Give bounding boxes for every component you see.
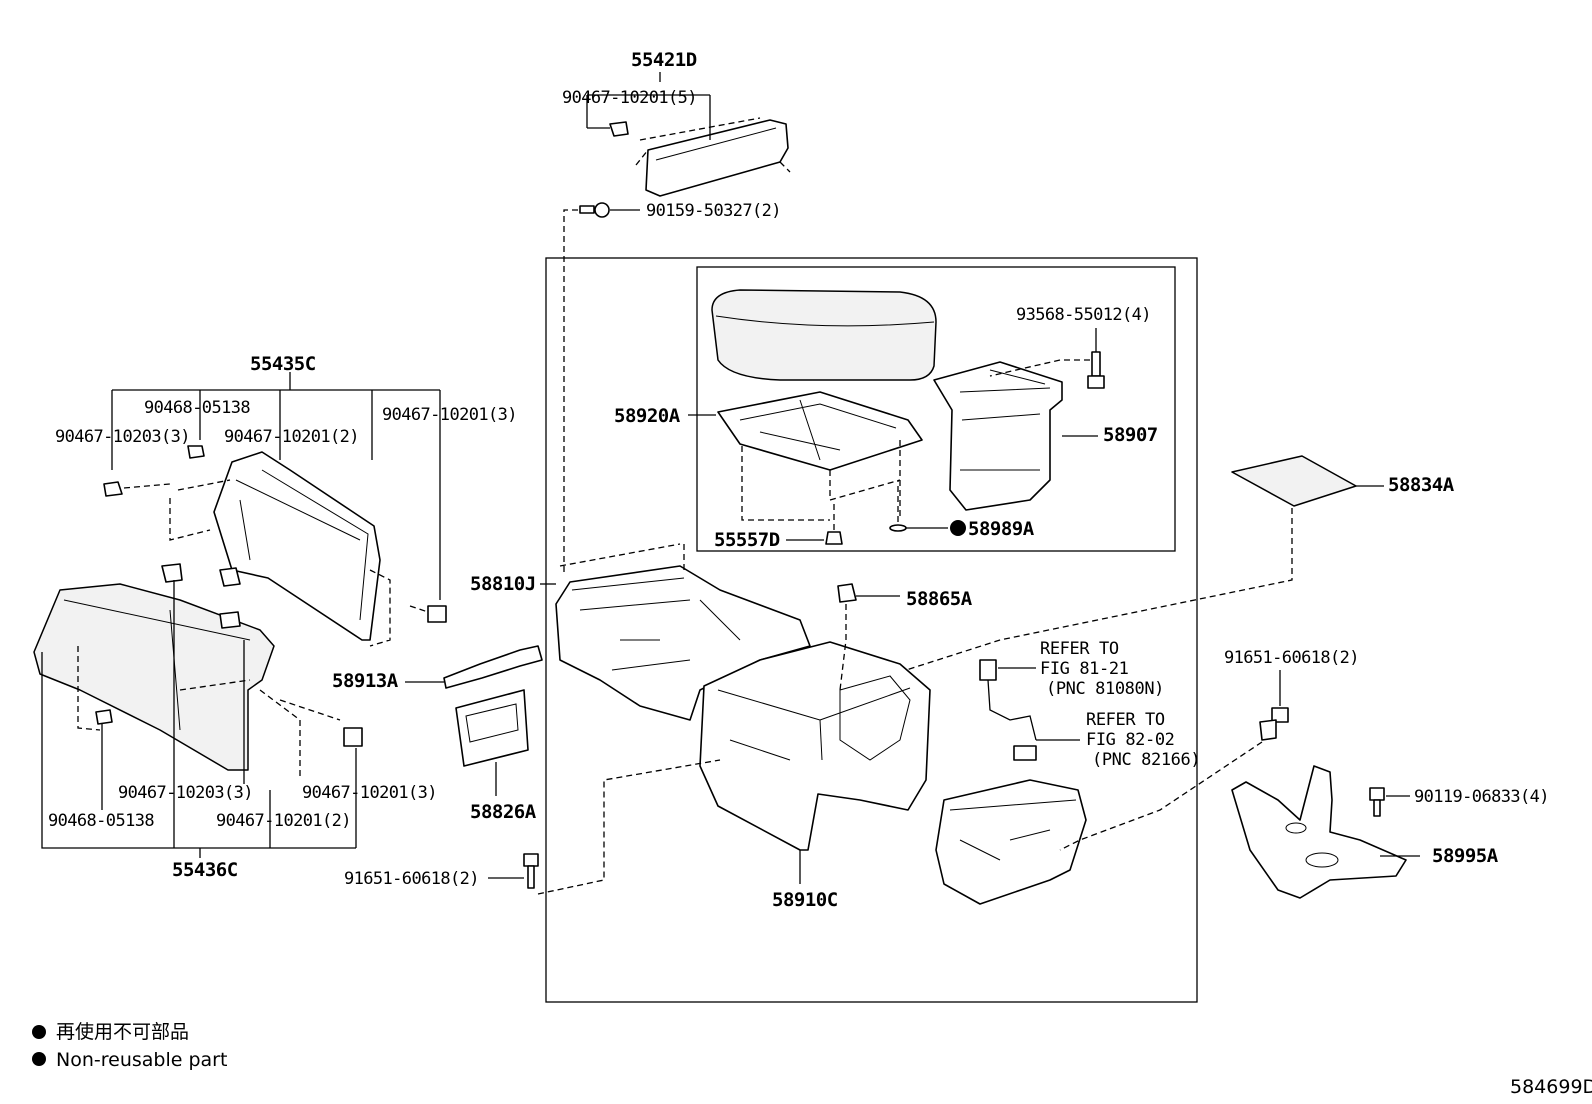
label-90467-10203-3-top: 90467-10203(3) — [55, 427, 190, 447]
label-90467-10201-3-bot: 90467-10201(3) — [302, 783, 437, 803]
ref2-line3: (PNC 82166) — [1092, 750, 1200, 770]
part-console-rear-bracket — [935, 779, 1087, 905]
figure-id: 584699D — [1510, 1076, 1592, 1098]
seal-icon — [889, 524, 907, 532]
clip-icon — [219, 567, 241, 587]
label-90467-10203-3-bot: 90467-10203(3) — [118, 783, 253, 803]
label-90467-10201-3-top: 90467-10201(3) — [382, 405, 517, 425]
main-assembly-box — [545, 257, 1198, 1003]
ref1-line2: FIG 81-21 — [1040, 659, 1129, 679]
label-90119-06833-4: 90119-06833(4) — [1414, 787, 1549, 807]
label-58865A: 58865A — [906, 588, 973, 610]
label-58907: 58907 — [1103, 424, 1158, 446]
non-reusable-marker-icon — [32, 1052, 46, 1066]
label-58834A: 58834A — [1388, 474, 1455, 496]
clip-icon — [343, 727, 363, 747]
label-91651-60618-2-left: 91651-60618(2) — [344, 869, 479, 889]
clip-icon — [609, 121, 629, 137]
part-58913A-trim-strip — [443, 645, 543, 689]
ref2-line2: FIG 82-02 — [1086, 730, 1175, 750]
label-58910C: 58910C — [772, 889, 838, 911]
ref2-line1: REFER TO — [1086, 710, 1165, 730]
part-58920A-lid-frame — [717, 391, 923, 521]
label-55421D: 55421D — [631, 49, 697, 71]
clip-icon — [427, 605, 447, 623]
label-55436C: 55436C — [172, 859, 238, 881]
non-reusable-marker-icon — [950, 520, 966, 536]
non-reusable-marker-icon — [32, 1025, 46, 1039]
clip-icon — [187, 445, 205, 459]
part-55435C-side-panel — [169, 451, 391, 647]
label-90159-50327-2: 90159-50327(2) — [646, 201, 781, 221]
label-90467-10201-2-top: 90467-10201(2) — [224, 427, 359, 447]
part-55421D-cover — [635, 117, 791, 197]
clip-icon — [103, 481, 123, 497]
label-93568-55012-4: 93568-55012(4) — [1016, 305, 1151, 325]
part-55436C-side-panel — [33, 583, 341, 780]
label-91651-60618-2-right: 91651-60618(2) — [1224, 648, 1359, 668]
label-90468-05138-bot: 90468-05138 — [48, 811, 154, 831]
part-58910C-console-lower — [699, 641, 931, 851]
part-58826A-switch-panel — [455, 689, 529, 767]
label-90467-10201-2-bot: 90467-10201(2) — [216, 811, 351, 831]
part-58907-hinge — [933, 361, 1063, 511]
bolt-icon — [1259, 707, 1289, 741]
label-55435C: 55435C — [250, 353, 316, 375]
legend-en: Non-reusable part — [56, 1049, 227, 1071]
label-58995A: 58995A — [1432, 845, 1499, 867]
label-58810J: 58810J — [470, 573, 536, 595]
label-58826A: 58826A — [470, 801, 537, 823]
clip-icon — [837, 583, 857, 603]
screw-icon — [579, 202, 610, 218]
label-90468-05138-top: 90468-05138 — [144, 398, 250, 418]
screw-icon — [1087, 351, 1105, 389]
armrest-subassembly-box — [696, 266, 1176, 552]
label-58913A: 58913A — [332, 670, 399, 692]
clip-icon — [825, 531, 843, 545]
label-90467-10201-5: 90467-10201(5) — [562, 88, 697, 108]
clip-icon — [219, 611, 241, 629]
bolt-icon — [523, 853, 539, 889]
ref1-line1: REFER TO — [1040, 639, 1119, 659]
part-58834A-mat — [1231, 455, 1357, 507]
bolt-icon — [1369, 787, 1385, 817]
label-58989A: 58989A — [968, 518, 1035, 540]
label-58920A: 58920A — [614, 405, 681, 427]
clip-icon — [161, 563, 183, 583]
legend-jp: 再使用不可部品 — [56, 1021, 189, 1043]
clip-icon — [95, 709, 113, 725]
ref1-line3: (PNC 81080N) — [1046, 679, 1164, 699]
label-55557D: 55557D — [714, 529, 780, 551]
part-armrest-lid-pad — [711, 289, 937, 381]
connector-icon — [979, 659, 1037, 761]
part-58995A-bracket — [1231, 765, 1407, 899]
